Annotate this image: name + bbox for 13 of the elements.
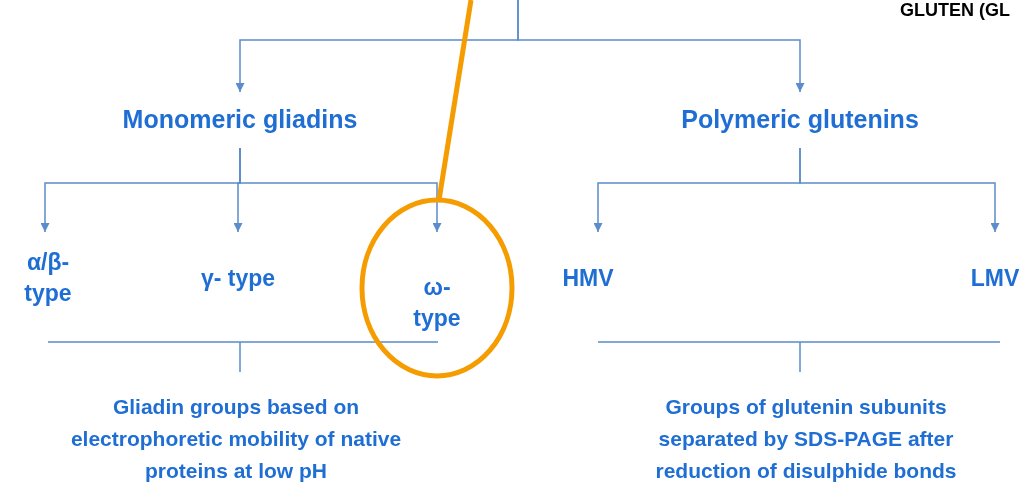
type-label: LMV [958, 232, 1032, 324]
arrow [517, 0, 805, 93]
description-text: Gliadin groups based on electrophoretic mobility of native proteins at low pH [36, 390, 436, 488]
heading-text: GLUTEN (GL [900, 0, 1010, 20]
description-text: Groups of glutenin subunits separated by SDS-PAGE after reduction of disulphide bonds [621, 390, 991, 488]
type-label: HMV [548, 232, 628, 324]
highlight-ellipse [362, 200, 512, 376]
type-label: α/β- type [10, 232, 86, 324]
category-heading: Monomeric gliadins [90, 92, 390, 148]
category-heading: Polymeric glutenins [640, 92, 960, 148]
arrow [799, 147, 1000, 233]
arrow [239, 147, 442, 233]
type-label: γ- type [200, 232, 276, 324]
